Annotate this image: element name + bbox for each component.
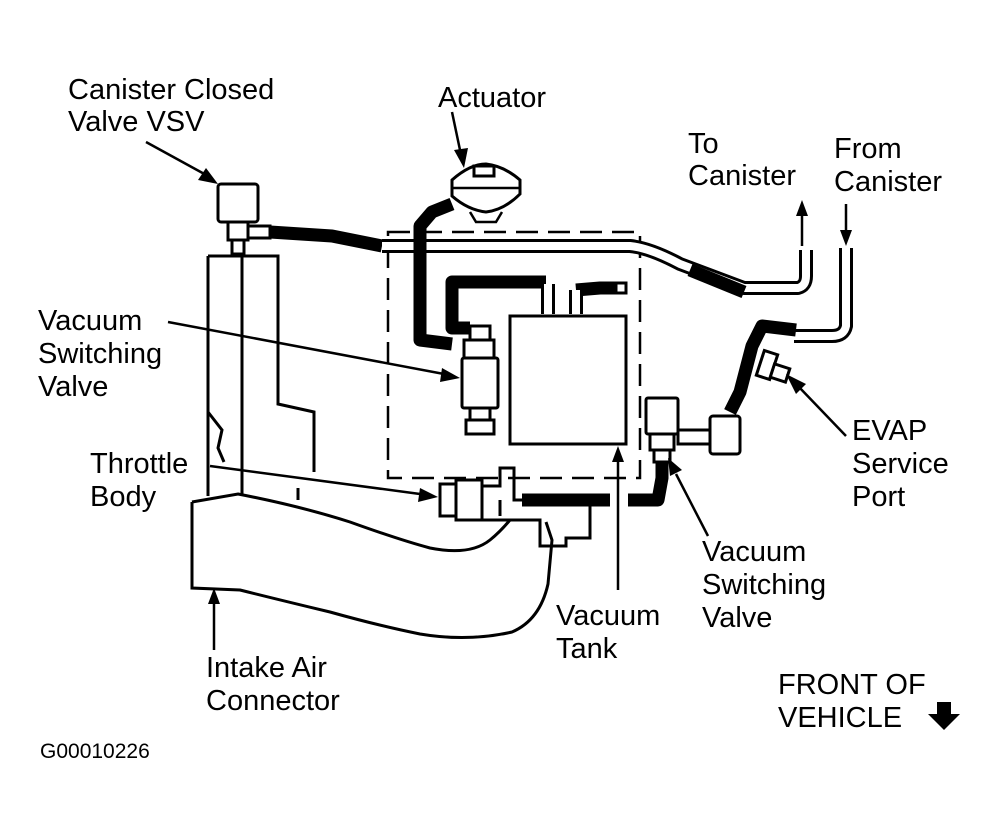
leader-to-canister [796, 200, 808, 246]
leader-vsv-right [668, 458, 710, 537]
from-canister-black-hose [724, 319, 797, 415]
vacuum-tank-shape [508, 314, 628, 446]
label-actuator: Actuator [438, 82, 546, 114]
from-canister-pipe [794, 248, 853, 343]
label-vacuum-switching-valve-left: Vacuum Switching Valve [38, 305, 170, 403]
leader-canister-vsv [145, 140, 218, 184]
label-vacuum-switching-valve-right: Vacuum Switching Valve [702, 536, 834, 634]
label-from-canister: From Canister [834, 133, 942, 198]
actuator-hose [413, 197, 455, 351]
label-to-canister: To Canister [688, 128, 796, 192]
to-canister-black-section [687, 263, 747, 299]
leader-throttle-body [209, 464, 438, 502]
label-front-of-vehicle: FRONT OF VEHICLE [778, 669, 934, 734]
leader-evap-port [786, 374, 847, 437]
intake-air-connector-shape [190, 482, 554, 640]
vacuum-switching-valve-right-shape [644, 396, 742, 464]
arrow-down-icon [928, 702, 960, 730]
leader-vsv-left [167, 320, 460, 382]
actuator-shape [450, 162, 522, 224]
air-cleaner-body [206, 254, 316, 496]
vacuum-switching-valve-left-shape [460, 324, 500, 436]
canister-closed-valve-vsv-shape [216, 182, 272, 256]
label-vacuum-tank: Vacuum Tank [556, 600, 668, 665]
leader-vacuum-tank [612, 446, 624, 590]
vsv-hose [269, 225, 384, 253]
right-vsv-lower-hose [628, 462, 669, 507]
throttle-body-shape [438, 466, 592, 548]
leader-from-canister [840, 204, 852, 246]
leader-actuator [450, 111, 468, 168]
label-intake-air-connector: Intake Air Connector [206, 652, 340, 717]
tank-top-nipple-right [569, 281, 628, 314]
tank-top-hose-left [445, 275, 546, 335]
leader-intake-air-connector [208, 588, 220, 650]
label-throttle-body: Throttle Body [90, 448, 196, 513]
figure-id: G00010226 [40, 740, 150, 763]
tank-housing-outline [386, 230, 642, 480]
label-canister-closed-valve-vsv: Canister Closed Valve VSV [68, 74, 282, 138]
label-evap-service-port: EVAP Service Port [852, 415, 957, 513]
